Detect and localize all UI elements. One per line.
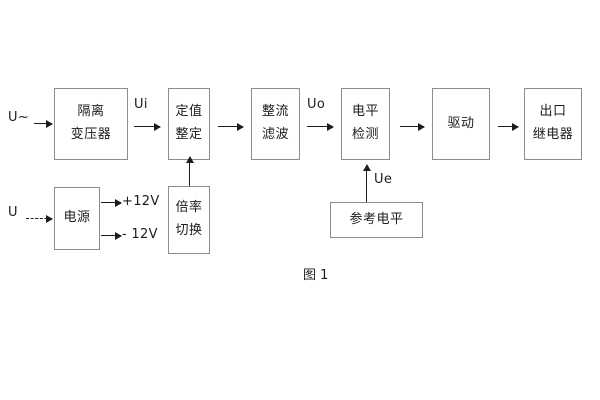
block-output-relay[interactable]: 出口 继电器: [524, 88, 582, 160]
signal-label-uo: Uo: [307, 97, 326, 112]
block-level-detection-line-1: 电平: [351, 104, 379, 120]
block-isolation-transformer[interactable]: 隔离 变压器: [54, 88, 128, 160]
block-drive-line-1: 驱动: [447, 115, 475, 131]
block-reference-level[interactable]: 参考电平: [330, 202, 423, 238]
block-level-detection[interactable]: 电平 检测: [341, 88, 390, 160]
arrow-ac-input-to-isolation-transformer: [34, 119, 53, 128]
arrow-rail-positive: [101, 198, 122, 207]
block-output-relay-line-2: 继电器: [532, 127, 574, 142]
arrow-dc-input-to-power-supply: [26, 215, 53, 223]
arrow-rectifier-filter-to-level-detection: [307, 122, 334, 131]
block-rectifier-filter-line-1: 整流: [261, 104, 289, 120]
rail-positive-label: +12V: [122, 194, 160, 209]
dc-input-label: U: [8, 205, 18, 220]
figure-caption: 图 1: [303, 268, 329, 283]
rail-negative-label: - 12V: [122, 227, 158, 242]
block-power-supply[interactable]: 电源: [54, 187, 100, 250]
block-reference-level-line-1: 参考电平: [349, 211, 404, 227]
arrow-setting-value-to-rectifier-filter: [218, 122, 244, 131]
block-setting-value-line-1: 定值: [175, 104, 203, 120]
arrow-rail-negative: [101, 231, 122, 240]
signal-label-ue: Ue: [374, 172, 393, 187]
arrow-multiplier-switch-to-setting-value: [185, 156, 194, 186]
block-rectifier-filter[interactable]: 整流 滤波: [251, 88, 300, 160]
block-level-detection-line-2: 检测: [351, 127, 379, 142]
block-rectifier-filter-line-2: 滤波: [261, 127, 289, 142]
arrow-isolation-transformer-to-setting-value: [134, 122, 161, 131]
block-isolation-transformer-line-1: 隔离: [77, 104, 105, 120]
arrow-reference-level-to-level-detection: [362, 164, 371, 202]
ac-input-label: U~: [8, 110, 30, 125]
block-setting-value-line-2: 整定: [175, 127, 203, 142]
block-output-relay-line-1: 出口: [539, 104, 567, 120]
signal-label-ui: Ui: [134, 97, 148, 112]
block-power-supply-line-1: 电源: [63, 210, 91, 226]
block-multiplier-switch-line-1: 倍率: [175, 200, 203, 216]
arrow-drive-to-output-relay: [498, 122, 519, 131]
block-multiplier-switch-line-2: 切换: [175, 223, 203, 238]
arrow-level-detection-to-drive: [400, 122, 425, 131]
block-isolation-transformer-line-2: 变压器: [70, 127, 112, 142]
block-drive[interactable]: 驱动: [432, 88, 490, 160]
block-multiplier-switch[interactable]: 倍率 切换: [168, 186, 210, 254]
block-setting-value[interactable]: 定值 整定: [168, 88, 210, 160]
